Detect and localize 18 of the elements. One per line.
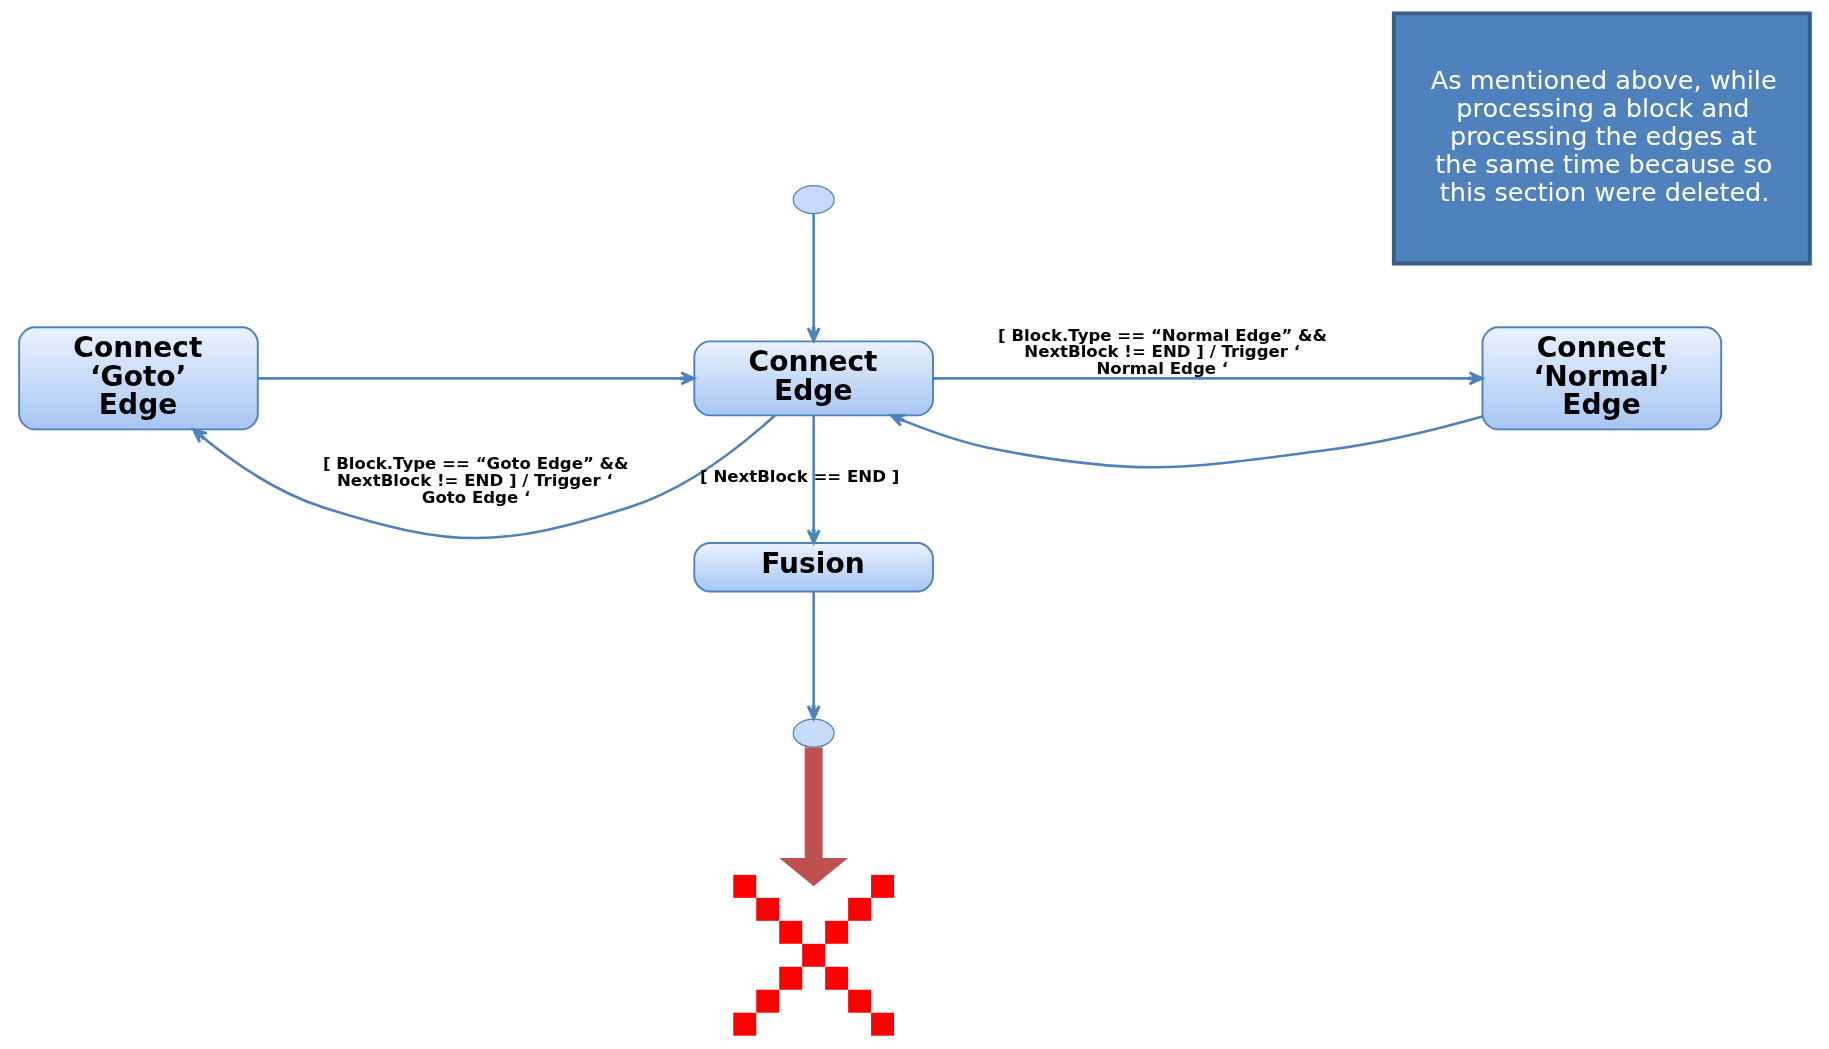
node-box: Fusion: [693, 542, 934, 593]
arrow: [806, 591, 821, 721]
node-box: Connect Edge: [693, 340, 934, 417]
arrow: [779, 747, 849, 887]
arrow: [806, 415, 821, 545]
node-circle: [792, 185, 835, 215]
node-box: Connect ‘Normal’ Edge: [1481, 326, 1723, 431]
edge-label: [ NextBlock == END ]: [700, 467, 900, 487]
node-circle: [792, 718, 835, 748]
arrow: [933, 371, 1484, 386]
node-box: Connect ‘Goto’ Edge: [18, 326, 259, 431]
arrow: [258, 371, 696, 386]
arrow: [806, 214, 821, 343]
node-box: As mentioned above, while processing a block and processing the edges at the same time because so this section were deleted.: [1391, 11, 1812, 266]
arrow: [192, 414, 776, 540]
arrow: [889, 413, 1483, 469]
edge-label: [ Block.Type == “Normal Edge” && NextBlock != END ] / Trigger ‘ Normal Edge ‘: [998, 325, 1328, 378]
edge-label: [ Block.Type == “Goto Edge” && NextBlock != END ] / Trigger ‘ Goto Edge ‘: [322, 454, 629, 507]
